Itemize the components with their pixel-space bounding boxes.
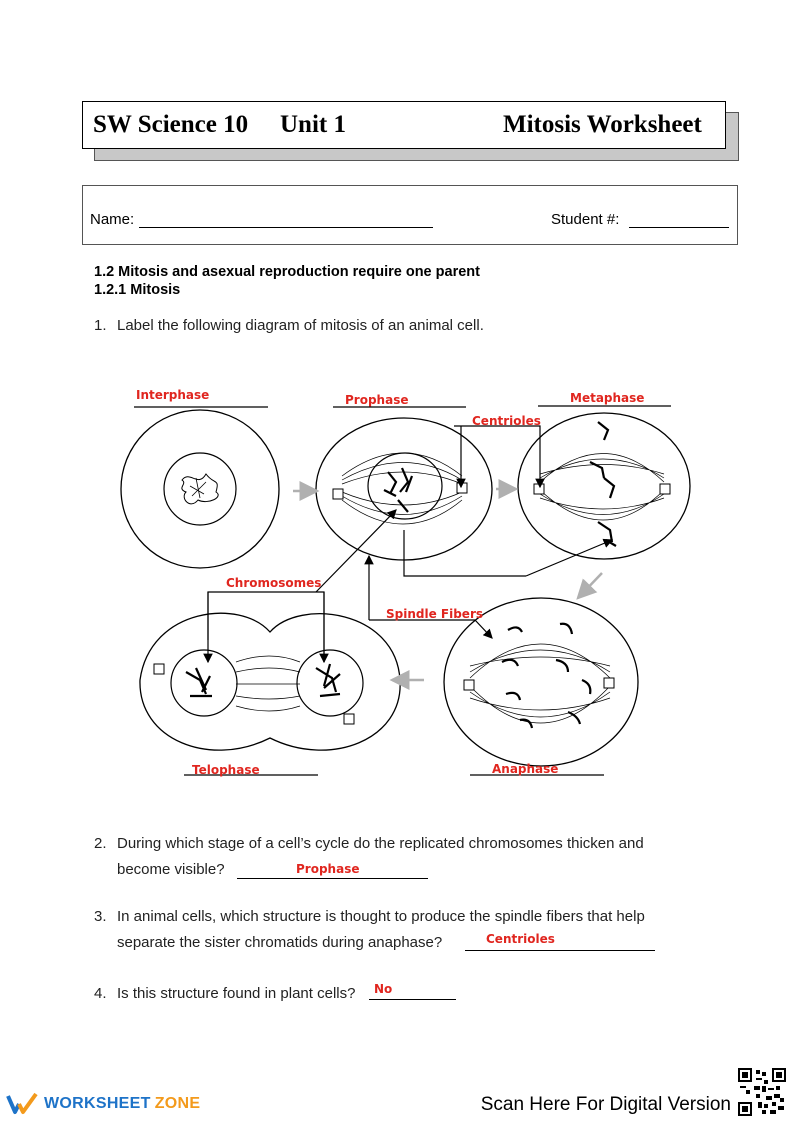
q2-line2: become visible? bbox=[117, 861, 225, 878]
label-anaphase: Anaphase bbox=[492, 762, 558, 776]
worksheet-title: Mitosis Worksheet bbox=[503, 111, 702, 138]
q3-answer: Centrioles bbox=[486, 932, 555, 946]
label-centrioles: Centrioles bbox=[472, 414, 541, 428]
q4-answer: No bbox=[374, 982, 393, 996]
subsection-heading: 1.2.1 Mitosis bbox=[94, 282, 181, 298]
interphase-cell bbox=[120, 409, 280, 569]
q2-answer: Prophase bbox=[296, 862, 360, 876]
anaphase-cell bbox=[443, 597, 639, 767]
worksheetzone-logo-icon bbox=[6, 1092, 38, 1114]
brand-zone: ZONE bbox=[154, 1095, 201, 1112]
qr-code-icon[interactable] bbox=[738, 1068, 786, 1116]
mitosis-diagram: Interphase Prophase Centrioles Metaphase… bbox=[120, 388, 691, 777]
q1-text: Label the following diagram of mitosis o… bbox=[117, 317, 484, 334]
worksheetzone-logo[interactable]: WORKSHEET ZONE bbox=[6, 1092, 200, 1116]
q2-answer-line[interactable] bbox=[237, 862, 428, 879]
brand-worksheet: WORKSHEET bbox=[44, 1095, 151, 1112]
label-spindle-fibers: Spindle Fibers bbox=[386, 607, 483, 621]
q3-answer-line[interactable] bbox=[465, 934, 655, 951]
q4-text: Is this structure found in plant cells? bbox=[117, 985, 356, 1002]
student-number-line[interactable] bbox=[629, 212, 729, 228]
q3-line1: In animal cells, which structure is thou… bbox=[117, 908, 645, 925]
label-interphase: Interphase bbox=[136, 388, 209, 402]
student-info-box: Name: Student #: bbox=[82, 185, 738, 245]
student-number-label: Student #: bbox=[551, 211, 620, 228]
unit-label: Unit 1 bbox=[280, 111, 346, 138]
label-telophase: Telophase bbox=[192, 763, 260, 777]
q2-line1: During which stage of a cell’s cycle do … bbox=[117, 835, 644, 852]
name-label: Name: bbox=[90, 211, 135, 228]
section-heading: 1.2 Mitosis and asexual reproduction req… bbox=[94, 264, 480, 280]
q3-number: 3. bbox=[94, 908, 107, 925]
label-chromosomes: Chromosomes bbox=[226, 576, 321, 590]
q1-number: 1. bbox=[94, 317, 107, 334]
course-name: SW Science 10 bbox=[93, 111, 249, 138]
q4-number: 4. bbox=[94, 985, 107, 1002]
scan-text: Scan Here For Digital Version bbox=[480, 1094, 731, 1115]
q4-answer-line[interactable] bbox=[369, 983, 456, 1000]
label-prophase: Prophase bbox=[345, 393, 408, 407]
metaphase-cell bbox=[517, 412, 691, 560]
title-box: SW Science 10 Unit 1 Mitosis Worksheet bbox=[82, 101, 726, 149]
label-metaphase: Metaphase bbox=[570, 391, 644, 405]
q2-number: 2. bbox=[94, 835, 107, 852]
name-line[interactable] bbox=[139, 212, 433, 228]
telophase-cell bbox=[139, 612, 401, 751]
q3-line2: separate the sister chromatids during an… bbox=[117, 934, 443, 951]
